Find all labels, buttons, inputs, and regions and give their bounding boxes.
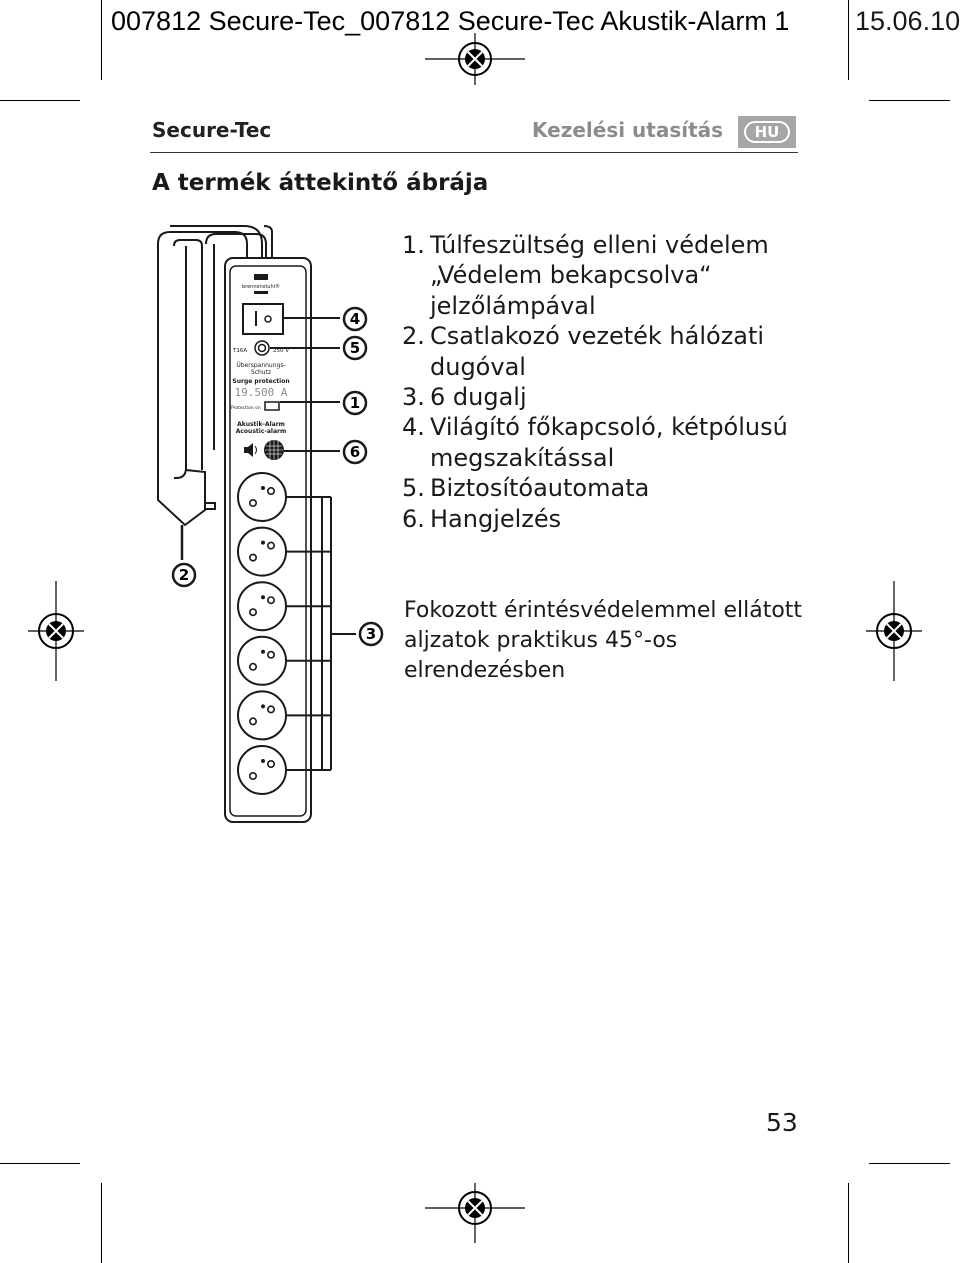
legend-text: Túlfeszültség elleni védelem „Védelem be… bbox=[430, 231, 769, 320]
socket-earth-pin bbox=[261, 649, 265, 654]
socket-hole bbox=[266, 705, 275, 714]
socket-hole bbox=[266, 541, 275, 550]
print-slug-date: 15.06.10 bbox=[855, 6, 960, 36]
legend-number: 6. bbox=[402, 504, 425, 533]
legend-item: 2.Csatlakozó vezeték hálózati dugóval bbox=[402, 321, 802, 382]
legend-text: Világító főkapcsoló, kétpólusú megszakít… bbox=[430, 413, 788, 472]
mains-plug bbox=[157, 440, 206, 527]
power-cable bbox=[170, 225, 263, 258]
legend-item: 1.Túlfeszültség elleni védelem „Védelem … bbox=[402, 230, 802, 321]
callout-5: 5 bbox=[350, 339, 360, 357]
callout-1: 1 bbox=[350, 394, 360, 412]
crop-mark bbox=[0, 1163, 80, 1164]
speaker-icon bbox=[244, 443, 257, 457]
callout-4: 4 bbox=[350, 310, 360, 328]
registration-mark-icon bbox=[866, 581, 922, 681]
legend-item: 5.Biztosítóautomata bbox=[402, 473, 802, 503]
main-switch bbox=[242, 303, 284, 335]
surge-label-en: Surge protection bbox=[232, 378, 289, 385]
socket-outlet bbox=[237, 635, 287, 686]
crop-mark bbox=[869, 1163, 950, 1164]
legend-number: 4. bbox=[402, 413, 425, 442]
legend-list: 1.Túlfeszültség elleni védelem „Védelem … bbox=[402, 230, 802, 534]
device-brand: brennenstuhl® bbox=[242, 283, 280, 290]
print-slug: 007812 Secure-Tec_007812 Secure-Tec Akus… bbox=[111, 6, 790, 36]
page-number: 53 bbox=[766, 1108, 798, 1137]
socket-outlet bbox=[237, 745, 287, 795]
alarm-label-de: Akustik-Alarm bbox=[237, 421, 285, 428]
crop-mark bbox=[101, 0, 102, 80]
language-code: HU bbox=[744, 121, 790, 143]
registration-mark-icon bbox=[425, 1183, 525, 1243]
power-cable bbox=[157, 231, 248, 470]
socket-outlet bbox=[237, 472, 287, 522]
socket-outlet bbox=[237, 690, 287, 741]
socket-hole bbox=[249, 553, 258, 562]
socket-outlet bbox=[237, 581, 287, 632]
legend-item: 3.6 dugalj bbox=[402, 382, 802, 412]
legend-text: 6 dugalj bbox=[430, 383, 527, 412]
callout-6: 6 bbox=[350, 443, 360, 461]
page-heading: A termék áttekintő ábrája bbox=[152, 170, 489, 196]
socket-earth-pin bbox=[261, 486, 265, 490]
socket-outlet bbox=[237, 526, 287, 577]
socket-hole bbox=[266, 596, 275, 605]
surge-label-de-2: Schutz bbox=[251, 369, 271, 376]
legend-text: Biztosítóautomata bbox=[430, 474, 650, 503]
registration-mark-icon bbox=[28, 581, 84, 681]
legend-number: 1. bbox=[402, 231, 425, 259]
surge-value: 19.500 A bbox=[235, 386, 288, 399]
callout-2: 2 bbox=[179, 566, 189, 584]
legend-item: 4.Világító főkapcsoló, kétpólusú megszak… bbox=[402, 412, 802, 473]
socket-hole bbox=[266, 486, 275, 495]
crop-mark bbox=[869, 100, 950, 101]
fuse-button bbox=[254, 340, 270, 356]
crop-mark bbox=[0, 100, 80, 101]
legend-text: Hangjelzés bbox=[430, 504, 562, 533]
socket-hole bbox=[249, 662, 258, 671]
voltage-label: 250 V bbox=[273, 348, 289, 354]
socket-hole bbox=[266, 759, 275, 768]
language-badge: HU bbox=[738, 116, 796, 148]
socket-hole bbox=[249, 498, 258, 507]
crop-mark bbox=[848, 1183, 849, 1263]
protection-indicator bbox=[264, 401, 280, 411]
registration-mark-icon bbox=[425, 33, 525, 85]
socket-hole bbox=[266, 650, 275, 659]
legend-number: 3. bbox=[402, 383, 425, 412]
socket-hole bbox=[249, 771, 258, 780]
surge-label-de: Überspannungs- bbox=[236, 362, 285, 369]
legend-number: 5. bbox=[402, 474, 425, 503]
socket-hole bbox=[249, 717, 258, 726]
socket-group bbox=[237, 472, 287, 795]
legend-text: Csatlakozó vezeték hálózati dugóval bbox=[430, 322, 765, 381]
callout-3: 3 bbox=[366, 625, 376, 643]
crop-mark bbox=[848, 0, 849, 80]
legend-number: 2. bbox=[402, 322, 425, 351]
crop-mark bbox=[101, 1183, 102, 1263]
socket-earth-pin bbox=[261, 759, 265, 763]
socket-earth-pin bbox=[261, 595, 265, 600]
section-title: Kezelési utasítás bbox=[532, 118, 724, 142]
fuse-rating: T16A bbox=[232, 348, 247, 354]
legend-item: 6.Hangjelzés bbox=[402, 504, 802, 534]
socket-earth-pin bbox=[261, 540, 265, 545]
socket-hole bbox=[249, 608, 258, 617]
brand-name: Secure-Tec bbox=[152, 118, 272, 142]
protection-on-label: Protection on bbox=[231, 405, 261, 411]
socket-earth-pin bbox=[261, 704, 265, 709]
alarm-label-en: Acoustic-alarm bbox=[236, 428, 287, 435]
header-divider bbox=[150, 152, 798, 153]
socket-note: Fokozott érintésvédelemmel ellátott aljz… bbox=[404, 598, 803, 683]
